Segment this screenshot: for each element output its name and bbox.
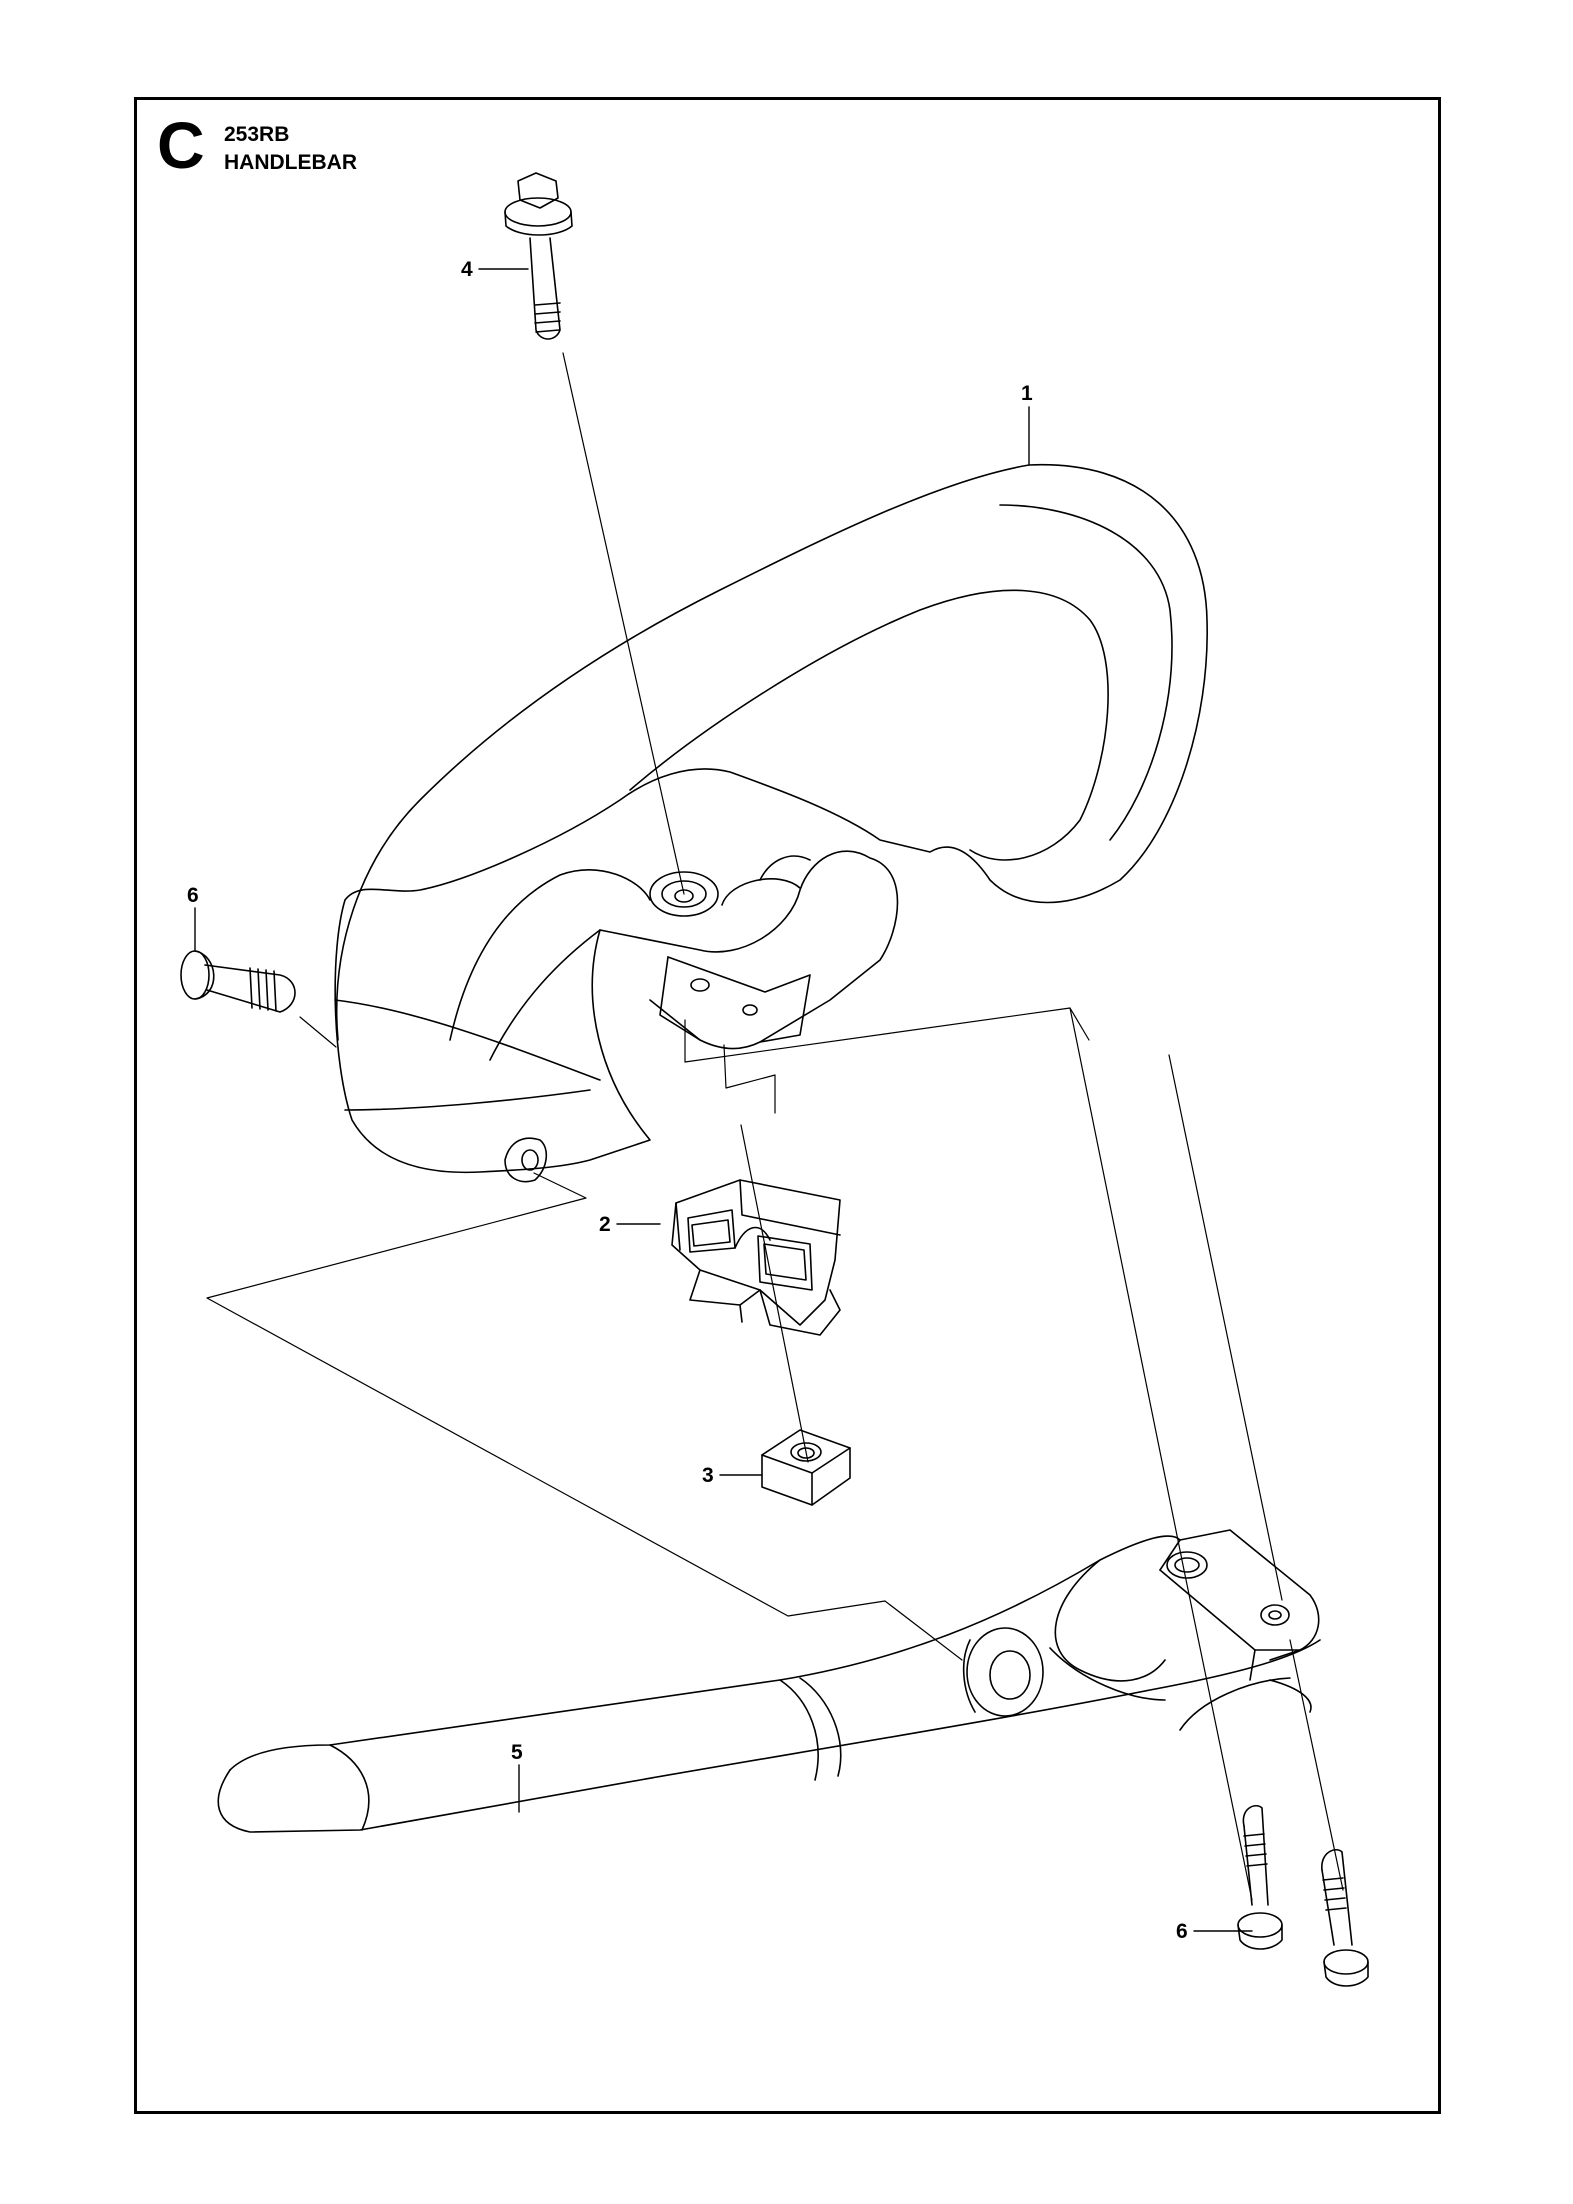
callout-6-bottom: 6 [1176,1920,1188,1943]
assembly-lines [206,352,1344,1901]
callout-4: 4 [461,258,473,281]
model-number: 253RB [224,123,290,146]
callout-1: 1 [1021,382,1033,405]
diagram-title: HANDLEBAR [224,151,357,174]
part-1-loop-handle [334,463,1208,1183]
part-3-square-nut [761,1429,851,1506]
callout-3: 3 [702,1464,714,1487]
part-6-bolt-bottom-b [1321,1848,1369,1987]
part-4-flange-bolt [504,172,573,340]
section-letter: C [157,108,205,182]
leader-lines [194,268,1253,1932]
callout-6-left: 6 [187,884,199,907]
part-6-bolt-bottom-a [1237,1804,1283,1950]
part-2-clamp [671,1179,841,1336]
part-6-bolt-left [180,950,296,1013]
callout-5: 5 [511,1741,523,1764]
part-5-grip-bar [217,1529,1321,1833]
callout-2: 2 [599,1213,611,1236]
diagram-frame [134,97,1441,2114]
